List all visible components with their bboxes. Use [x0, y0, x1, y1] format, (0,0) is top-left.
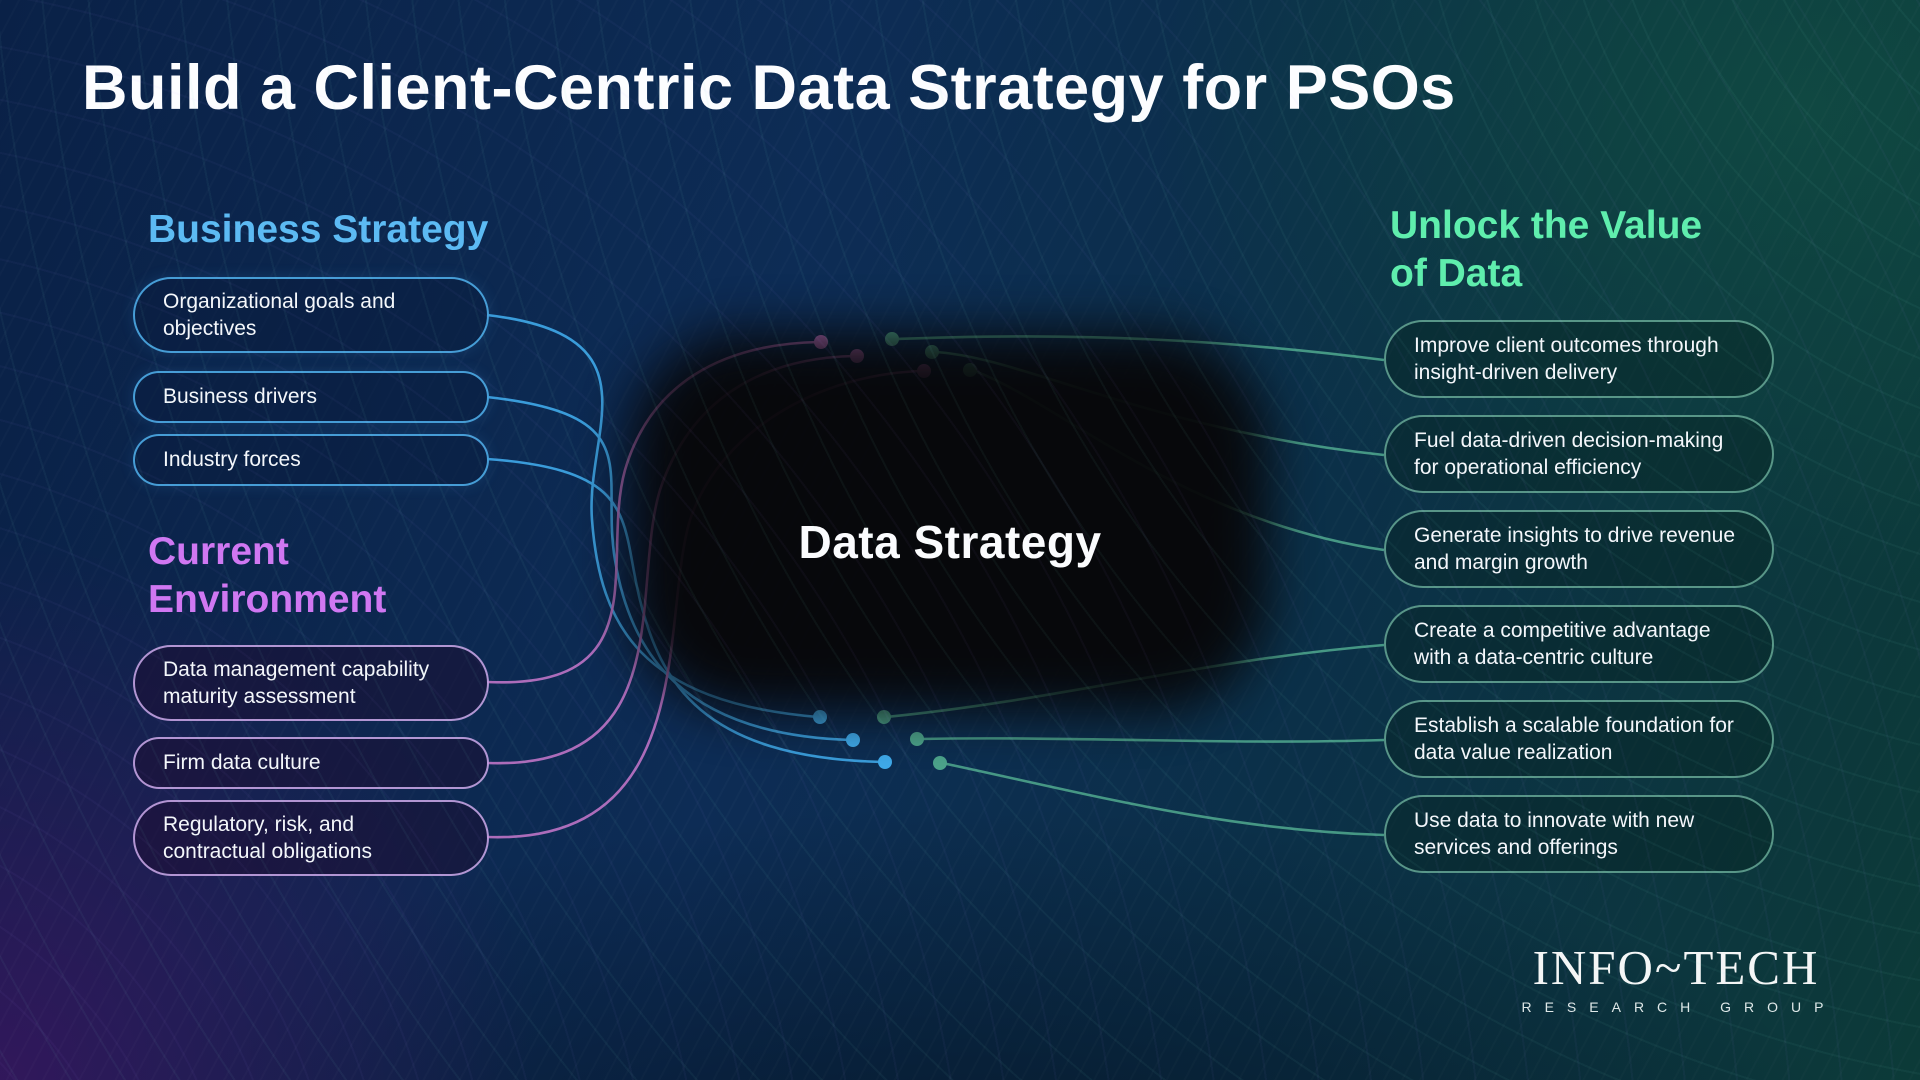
unlock-value-item: Improve client outcomes through insight-…: [1384, 320, 1774, 398]
current-environment-heading: Current Environment: [148, 530, 387, 621]
page-title: Build a Client-Centric Data Strategy for…: [82, 53, 1456, 123]
unlock-value-heading: Unlock the Value of Data: [1390, 204, 1703, 295]
infotech-logo: INFO~TECH RESEARCH GROUP: [1496, 940, 1856, 1016]
current-environment-item: Data management capability maturity asse…: [133, 645, 489, 721]
unlock-value-item: Use data to innovate with new services a…: [1384, 795, 1774, 873]
current-environment-item: Regulatory, risk, and contractual obliga…: [133, 800, 489, 876]
unlock-value-item: Generate insights to drive revenue and m…: [1384, 510, 1774, 588]
unlock-value-item: Fuel data-driven decision-making for ope…: [1384, 415, 1774, 493]
data-strategy-blob: [628, 332, 1268, 712]
business-strategy-item: Organizational goals and objectives: [133, 277, 489, 353]
unlock-value-item: Create a competitive advantage with a da…: [1384, 605, 1774, 683]
business-strategy-heading: Business Strategy: [148, 208, 489, 251]
current-environment-item: Firm data culture: [133, 737, 489, 789]
data-strategy-label: Data Strategy: [798, 516, 1102, 568]
business-strategy-item: Industry forces: [133, 434, 489, 486]
business-strategy-item: Business drivers: [133, 371, 489, 423]
blue-dots: [813, 710, 892, 769]
infotech-logo-subtitle: RESEARCH GROUP: [1521, 999, 1837, 1016]
infotech-logo-wordmark: INFO~TECH: [1532, 940, 1820, 995]
unlock-value-item: Establish a scalable foundation for data…: [1384, 700, 1774, 778]
